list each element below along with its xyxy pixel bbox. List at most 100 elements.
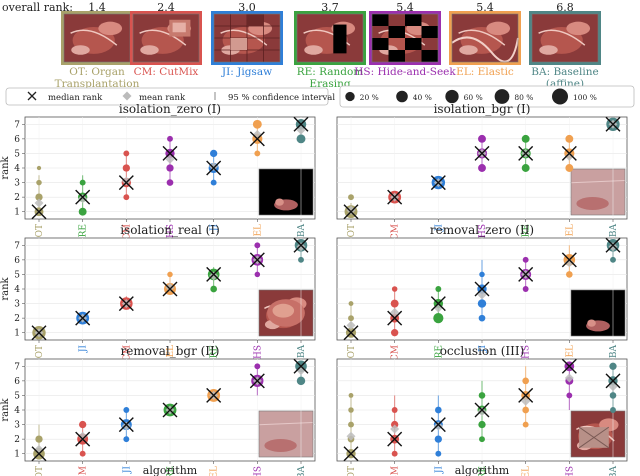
rank-dot-el bbox=[522, 406, 529, 414]
rank-dot-ba bbox=[610, 407, 616, 413]
x-axis-label: algorithm bbox=[455, 464, 510, 476]
median-marker-ba bbox=[605, 373, 621, 389]
rank-dot-ba bbox=[609, 392, 617, 399]
x-tick-label-ba: BA bbox=[609, 345, 619, 359]
median-marker-ji bbox=[474, 281, 490, 297]
rank-dot-ot bbox=[348, 421, 354, 428]
x-tick-label-ot: OT bbox=[35, 224, 45, 237]
median-marker-ba bbox=[605, 116, 621, 132]
rank-dot-ba bbox=[610, 256, 616, 263]
panel-title: occlusion (III) bbox=[440, 344, 525, 358]
rank-dot-hs bbox=[478, 164, 486, 172]
y-tick-label: 3 bbox=[14, 421, 20, 431]
panel-title: removal_zero (II) bbox=[430, 223, 534, 237]
median-marker-el bbox=[162, 281, 178, 297]
panel-inset-image bbox=[570, 289, 626, 337]
x-tick-label-re: RE bbox=[79, 224, 89, 237]
rank-dot-ji bbox=[210, 179, 217, 186]
rank-dot-cm bbox=[391, 450, 398, 457]
mean-marker-ba bbox=[608, 242, 618, 252]
median-marker-cm bbox=[75, 431, 91, 447]
size-marker-80 bbox=[494, 89, 510, 104]
mean-marker-hs bbox=[165, 154, 175, 164]
y-tick-label: 5 bbox=[14, 270, 20, 280]
median-marker-ot bbox=[31, 446, 47, 462]
rank-dot-ot bbox=[348, 194, 354, 201]
y-tick-label: 4 bbox=[14, 285, 20, 295]
augmentation-thumbnail bbox=[213, 13, 281, 63]
x-tick-label-hs: HS bbox=[565, 466, 575, 476]
rank-dot-re bbox=[433, 313, 444, 324]
median-marker-hs bbox=[518, 266, 534, 282]
median-marker-cm bbox=[118, 175, 134, 191]
median-marker-ot bbox=[31, 204, 47, 220]
y-axis-label: rank bbox=[0, 155, 11, 179]
median-marker-re bbox=[206, 266, 222, 282]
x-axis-label: algorithm bbox=[143, 464, 198, 476]
rank-dot-hs bbox=[566, 392, 573, 399]
median-marker-el bbox=[561, 145, 577, 161]
median-marker-ba bbox=[293, 237, 309, 253]
median-marker-el bbox=[206, 387, 222, 403]
y-tick-label: 6 bbox=[14, 256, 20, 266]
median-marker-ot bbox=[343, 325, 359, 341]
size-marker-20 bbox=[345, 91, 355, 102]
mean-marker-re bbox=[78, 194, 88, 204]
algorithm-name: HS: Hide-and-Seek bbox=[354, 66, 456, 78]
rank-dot-ot bbox=[348, 315, 354, 322]
rank-dot-cm bbox=[123, 150, 130, 157]
median-marker-cm bbox=[387, 189, 403, 205]
x-tick-label-ji: JI bbox=[434, 466, 444, 475]
x-tick-label-ba: BA bbox=[297, 466, 307, 476]
panel-title: isolation_real (I) bbox=[120, 223, 220, 237]
rank-dot-cm bbox=[122, 164, 130, 172]
algorithm-name: RE: Random bbox=[297, 66, 364, 78]
overall-rank-value: 6.8 bbox=[556, 1, 574, 14]
x-tick-label-hs: HS bbox=[522, 345, 532, 359]
panel-inset-image bbox=[570, 410, 626, 458]
rank-dot-ba bbox=[296, 134, 306, 144]
mean-marker-ba bbox=[296, 125, 306, 135]
x-tick-label-el: EL bbox=[565, 345, 575, 358]
x-tick-label-cm: CM bbox=[391, 345, 401, 361]
rank-dot-ba bbox=[296, 376, 306, 386]
mean-marker-ba bbox=[608, 382, 618, 392]
rank-dot-ot bbox=[36, 165, 42, 171]
augmentation-thumbnail bbox=[451, 13, 519, 63]
rank-dot-hs bbox=[254, 271, 261, 278]
rank-dot-cm bbox=[79, 420, 87, 429]
augmentation-thumbnail bbox=[531, 13, 599, 63]
rank-dot-cm bbox=[123, 194, 130, 201]
rank-dot-ji bbox=[123, 436, 130, 443]
y-tick-label: 6 bbox=[14, 377, 20, 387]
x-tick-label-re: RE bbox=[166, 466, 176, 476]
mean-marker-ot bbox=[346, 431, 356, 441]
x-tick-label-re: RE bbox=[522, 224, 532, 237]
mean-marker-cm bbox=[390, 307, 400, 317]
size-marker-60 bbox=[445, 89, 459, 104]
panel-title: removal_bgr (II) bbox=[121, 344, 220, 358]
rank-dot-ji bbox=[478, 314, 486, 322]
panel-inset-image bbox=[258, 168, 314, 216]
panel-inset-image bbox=[258, 289, 314, 337]
rank-dot-cm bbox=[79, 450, 86, 457]
rank-dot-hs bbox=[254, 363, 261, 370]
rank-dot-ot bbox=[348, 407, 354, 413]
overall-rank-value: 3.0 bbox=[238, 1, 256, 14]
median-rank-marker bbox=[27, 91, 37, 101]
rank-dot-hs bbox=[522, 256, 529, 263]
algorithm-card-ba: 6.8BA: Baseline(affine) bbox=[529, 1, 601, 90]
y-tick-label: 5 bbox=[14, 149, 20, 159]
median-marker-hs bbox=[474, 145, 490, 161]
x-tick-label-hs: HS bbox=[478, 224, 488, 238]
rank-dot-re bbox=[478, 392, 486, 399]
x-tick-label-ba: BA bbox=[297, 345, 307, 359]
y-tick-label: 3 bbox=[14, 300, 20, 310]
rank-dot-cm bbox=[391, 329, 399, 337]
median-marker-ji bbox=[75, 310, 91, 326]
size-label: 60 % bbox=[464, 93, 483, 102]
